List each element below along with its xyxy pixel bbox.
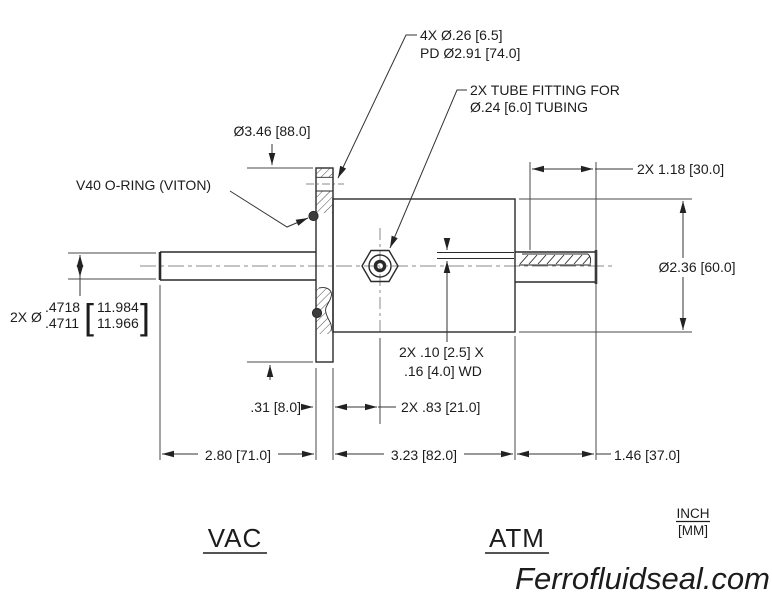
hex-fitting (361, 249, 399, 283)
shaft-dia-mm-upper: 11.984 (97, 299, 139, 315)
label-units-inch: INCH (677, 506, 710, 521)
shaft-dia-prefix: 2X Ø (10, 309, 42, 325)
seal-body (332, 198, 516, 333)
label-units-mm: [MM] (678, 523, 708, 538)
dim-text-body-length: 3.23 [82.0] (391, 447, 457, 463)
mask-2-36 (643, 258, 755, 277)
leader-o-ring (229, 190, 309, 228)
label-vac: VAC (208, 523, 263, 553)
dim-text-flange-thickness: .31 [8.0] (250, 399, 301, 415)
right-shaft (515, 251, 596, 283)
dim-text-groove-line2: .16 [4.0] WD (404, 363, 482, 379)
dim-text-left-shaft-length: 2.80 [71.0] (205, 447, 271, 463)
o-ring-lower (311, 307, 323, 319)
callout-o-ring: V40 O-RING (VITON) (76, 177, 211, 193)
break-line (318, 287, 332, 332)
callout-tube-fitting-line1: 2X TUBE FITTING FOR (470, 82, 620, 98)
shaft-dia-bracket-open: [ (84, 296, 94, 337)
extension-lines (68, 162, 692, 460)
flange-broken-out-hatch (316, 287, 332, 334)
dim-text-flange-diameter: Ø3.46 [88.0] (233, 123, 310, 139)
shaft-dia-inch-upper: .4718 (45, 299, 80, 315)
mask-3-23 (384, 445, 464, 462)
shaft-dia-mm-lower: 11.966 (97, 315, 139, 331)
internal-groove-lines (437, 251, 514, 260)
flange-section-hatch-mid (316, 191, 333, 213)
footer: VAC ATM INCH [MM] Ferrofluidseal.com (203, 506, 770, 596)
label-atm: ATM (489, 523, 545, 553)
flange-section-hatch-top (316, 168, 333, 178)
dim-text-shaft-engagement: 2X 1.18 [30.0] (637, 161, 724, 177)
callout-tube-fitting-line2: Ø.24 [6.0] TUBING (470, 99, 588, 115)
o-ring-upper (308, 210, 319, 222)
shaft-dia-inch-lower: .4711 (45, 315, 79, 331)
dim-text-right-shaft-length: 1.46 [37.0] (614, 447, 680, 463)
left-shaft (160, 251, 316, 281)
thread-marks (519, 253, 592, 265)
callout-bolt-holes-line2: PD Ø2.91 [74.0] (420, 45, 520, 61)
fitting-outer-circle (368, 254, 392, 278)
thread-root-lines (519, 253, 591, 266)
dim-text-body-diameter: Ø2.36 [60.0] (658, 259, 735, 275)
dim-text-groove-line1: 2X .10 [2.5] X (399, 344, 484, 360)
fitting-bore (373, 259, 387, 273)
leader-tube-fitting (389, 89, 467, 249)
leader-bolt-holes (337, 34, 417, 179)
watermark-text: Ferrofluidseal.com (515, 561, 770, 596)
mask-2-80 (198, 445, 278, 462)
shaft-dia-ext (68, 252, 156, 280)
callout-bolt-holes-line1: 4X Ø.26 [6.5] (420, 27, 503, 43)
dimension-text-masks (198, 258, 755, 462)
shaft-dia-bracket-close: ] (140, 296, 150, 337)
dim-text-shaft-diameter: 2X Ø .4718 .4711 [ 11.984 11.966 ] (10, 296, 150, 337)
dim-text-fitting-offset: 2X .83 [21.0] (401, 399, 480, 415)
seal-geometry (158, 167, 598, 363)
annotations: 4X Ø.26 [6.5] PD Ø2.91 [74.0] 2X TUBE FI… (10, 27, 736, 463)
